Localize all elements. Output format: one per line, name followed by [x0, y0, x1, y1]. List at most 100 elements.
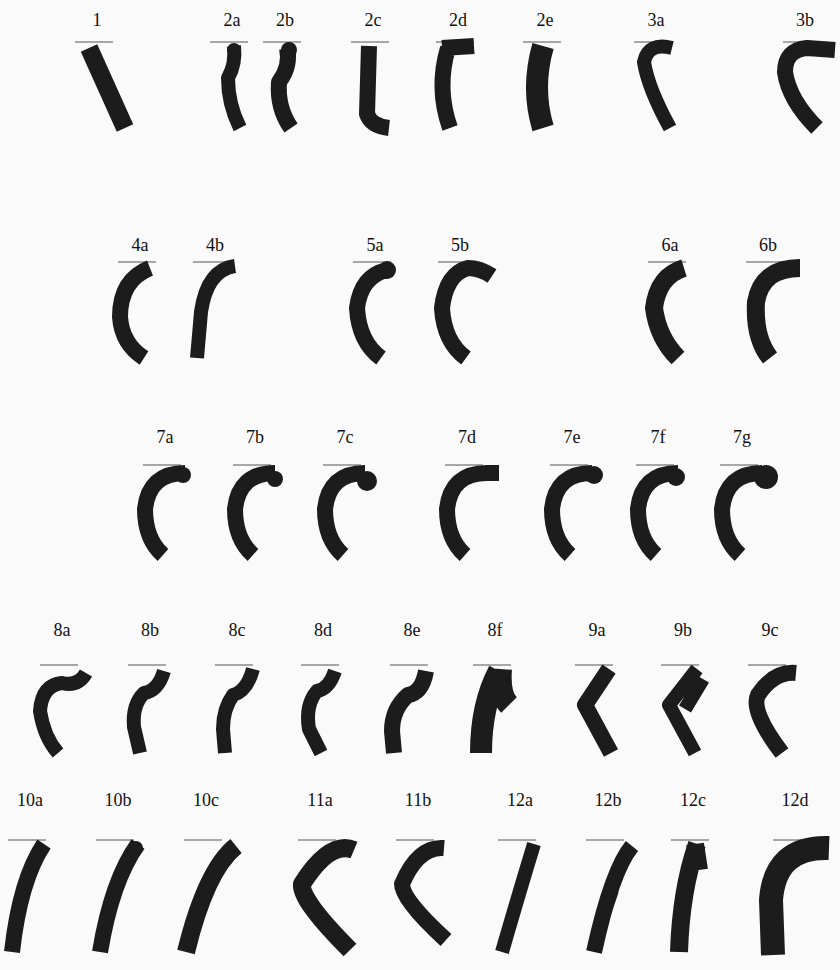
rim-line	[671, 840, 709, 841]
profile-shape	[550, 465, 603, 555]
figure-label: 8f	[488, 621, 503, 639]
profile-section	[785, 48, 835, 128]
profile-shape	[8, 840, 46, 952]
profile-shape	[263, 42, 301, 128]
profile-section	[447, 473, 499, 555]
profile-shape	[301, 665, 339, 753]
profile-shape	[648, 262, 686, 358]
rim-line	[396, 840, 434, 841]
profile-section	[654, 268, 684, 358]
figure-label: 7a	[157, 428, 174, 446]
figure-label: 8c	[229, 621, 246, 639]
profile-shape	[184, 840, 236, 952]
figure-label: 8e	[404, 621, 421, 639]
profile-shape	[96, 840, 143, 952]
profile-shape	[634, 42, 672, 128]
profile-section	[223, 669, 253, 753]
rim-knob	[585, 466, 603, 484]
profile-section	[308, 671, 335, 753]
figure-label: 5a	[367, 236, 384, 254]
rim-line	[720, 465, 758, 466]
profile-section	[367, 46, 389, 128]
rim-knob	[129, 841, 143, 855]
figure-label: 7e	[564, 428, 581, 446]
profile-shape	[436, 42, 474, 128]
figure-label: 11a	[307, 791, 332, 809]
profile-shape	[661, 665, 703, 753]
figure-label: 10a	[17, 791, 43, 809]
profile-section	[134, 671, 164, 753]
profile-shape	[75, 42, 125, 128]
figure-label: 2a	[224, 11, 241, 29]
profile-section	[89, 48, 125, 128]
figure-label: 12b	[595, 791, 622, 809]
profile-shape	[783, 42, 835, 128]
profile-section	[669, 669, 703, 753]
profile-section	[228, 46, 240, 128]
figure-label: 9b	[674, 621, 692, 639]
profile-shape	[193, 262, 235, 358]
rim-line	[210, 42, 248, 43]
figure-label: 4b	[206, 236, 224, 254]
figure-label: 3b	[796, 11, 814, 29]
profile-section	[402, 848, 446, 940]
profile-section	[638, 473, 678, 555]
rim-line	[323, 465, 361, 466]
rim-line	[143, 465, 181, 466]
rim-knob	[175, 467, 191, 483]
figure-label: 11b	[405, 791, 431, 809]
profile-shape	[353, 261, 396, 358]
profile-shape	[575, 665, 613, 753]
rim-line	[586, 840, 624, 841]
profile-section	[235, 473, 275, 555]
profile-section	[100, 844, 138, 952]
figure-label: 7f	[651, 428, 666, 446]
rim-line	[40, 665, 78, 666]
figure-label: 1	[93, 11, 102, 29]
profile-section	[186, 846, 236, 952]
rim-knob	[754, 465, 778, 489]
profile-shape	[118, 262, 156, 358]
rim-line	[498, 840, 536, 841]
profile-section	[145, 473, 185, 555]
rim-line	[301, 665, 339, 666]
figure-label: 3a	[648, 11, 665, 29]
rim-line	[128, 665, 166, 666]
figure-label: 12a	[507, 791, 533, 809]
figure-label: 2b	[276, 11, 294, 29]
figure-label: 5b	[451, 236, 469, 254]
profile-shape	[215, 665, 253, 753]
rim-line	[473, 665, 511, 666]
profile-shape	[40, 665, 86, 753]
profile-shape	[323, 465, 377, 555]
figure-label: 9c	[762, 621, 779, 639]
profile-shape	[523, 42, 561, 128]
figure-label: 12c	[680, 791, 706, 809]
figure-label: 8b	[141, 621, 159, 639]
profile-section	[197, 266, 235, 358]
profile-section	[679, 844, 699, 952]
profile-section	[771, 848, 829, 955]
rim-line	[298, 840, 336, 841]
rim-line	[96, 840, 134, 841]
profile-shape	[143, 465, 191, 555]
profile-shape	[396, 840, 446, 940]
rim-line	[390, 665, 428, 666]
rim-line	[263, 42, 301, 43]
profile-section	[481, 669, 509, 753]
figure-label: 2c	[365, 11, 382, 29]
profile-section	[644, 47, 672, 128]
figure-label: 7b	[246, 428, 264, 446]
rim-line	[118, 262, 156, 263]
figure-label: 2e	[537, 11, 554, 29]
rim-line	[523, 42, 561, 43]
profile-shape	[636, 465, 685, 555]
figure-label: 8d	[314, 621, 332, 639]
figure-label: 6b	[759, 236, 777, 254]
profile-section	[442, 46, 474, 128]
profile-section	[442, 268, 492, 358]
profile-section	[502, 844, 534, 952]
profile-shape	[390, 665, 428, 753]
profile-shape	[586, 840, 632, 952]
